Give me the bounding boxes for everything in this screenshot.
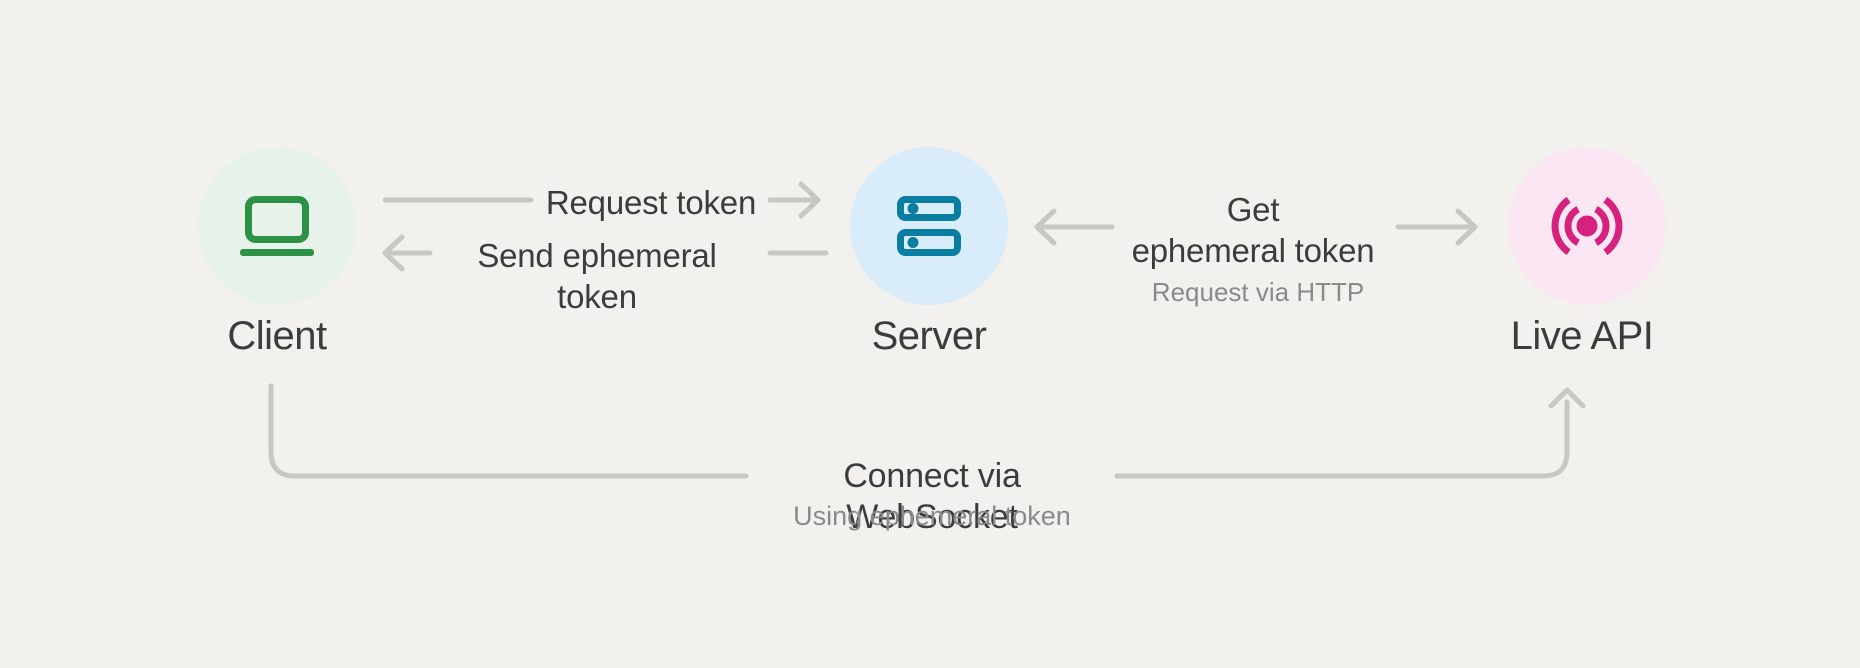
broadcast-icon [1551,196,1623,256]
server-circle [850,147,1008,305]
request-token-label: Request token [545,184,757,221]
live-api-circle [1508,147,1666,305]
send-ephemeral-token-label: Send ephemeral token [477,237,717,315]
websocket-path-right [1114,399,1570,479]
server-led-top [907,203,919,214]
client-circle [198,147,356,305]
get-ephemeral-token-label: Get ephemeral token [1103,189,1403,271]
websocket-path-left [268,383,749,479]
using-ephemeral-token-sublabel: Using ephemeral token [793,501,1071,531]
request-via-http-sublabel: Request via HTTP [1151,277,1365,307]
client-label: Client [227,314,327,358]
laptop-screen [245,196,309,243]
broadcast-waves [1551,196,1623,256]
server-rack-icon [897,196,961,256]
get-token-arrow-left-icon [1034,208,1115,246]
live-api-label: Live API [1510,314,1654,358]
send-token-arrow-left-icon [382,234,433,272]
server-rack-frames [897,196,961,256]
server-led-bottom [907,237,919,248]
connect-websocket-label: Connect via WebSocket [843,457,1021,536]
connector-group [268,181,1586,479]
laptop-base [240,249,314,256]
get-token-arrow-right-icon [1395,208,1478,246]
websocket-arrow-up-icon [1548,387,1586,409]
laptop-icon [240,196,314,256]
broadcast-dot [1576,215,1598,237]
get-ephemeral-token-line1: Get [1226,191,1280,228]
get-ephemeral-token-line2: ephemeral token [1131,232,1375,269]
server-label: Server [871,314,987,358]
request-token-arrow-right-icon [767,181,821,219]
